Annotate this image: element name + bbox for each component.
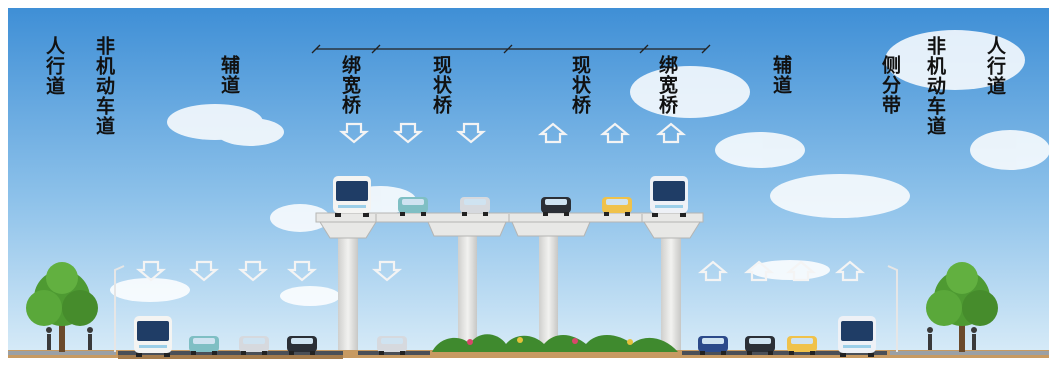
median-green-belt [432, 334, 678, 352]
label-right-widened-bridge: 绑宽桥 [656, 55, 678, 115]
right-sidewalk-surface [890, 351, 1049, 355]
dimension-line [311, 44, 711, 54]
label-right-aux-road: 辅道 [770, 55, 792, 95]
label-left-bike-lane: 非机动车道 [93, 36, 115, 136]
soil-ground [8, 350, 1049, 358]
label-left-aux-road: 辅道 [218, 55, 240, 95]
left-sidewalk-surface [8, 351, 116, 355]
bridge-deck [315, 212, 704, 239]
label-left-widened-bridge: 绑宽桥 [339, 55, 361, 115]
right-road-surface [682, 351, 887, 355]
label-right-sidewalk: 人行道 [984, 36, 1006, 96]
label-right-side-divider: 侧分带 [879, 55, 901, 115]
left-road-surface [118, 351, 343, 355]
label-left-existing-bridge: 现状桥 [430, 55, 452, 115]
label-right-bike-lane: 非机动车道 [924, 36, 946, 136]
label-left-sidewalk: 人行道 [43, 36, 65, 96]
label-right-existing-bridge: 现状桥 [569, 55, 591, 115]
bridge-piers [338, 236, 681, 356]
lamp-posts [114, 265, 898, 352]
pedestrians [46, 327, 977, 350]
